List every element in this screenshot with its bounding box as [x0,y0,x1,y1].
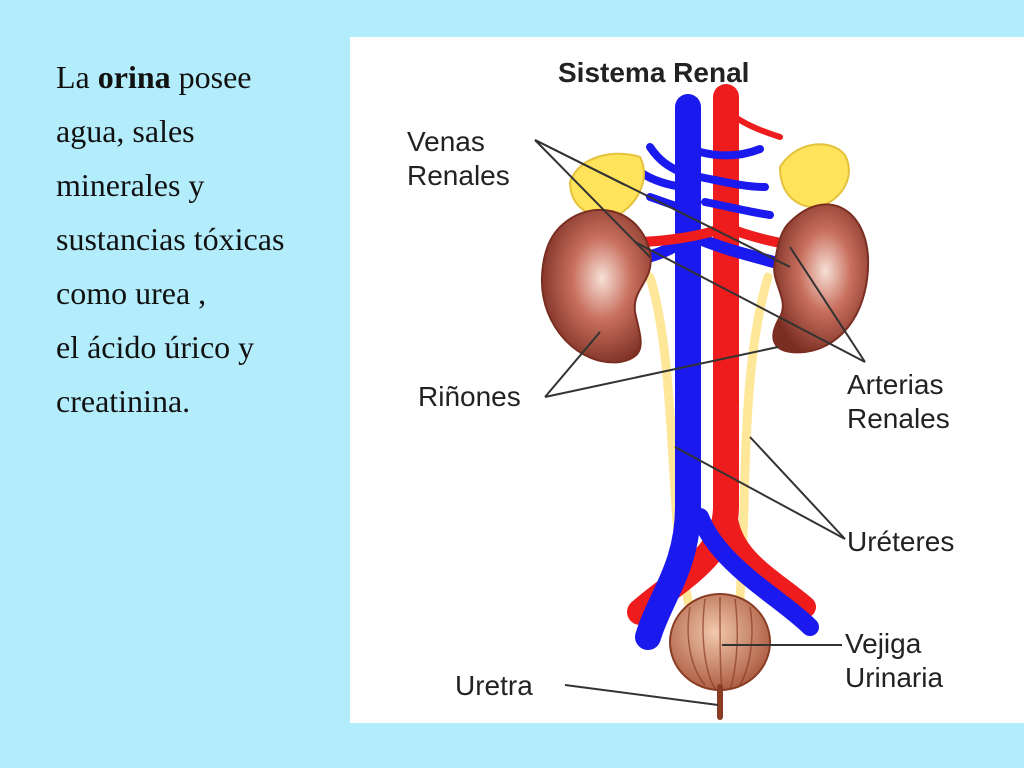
text-line-1: La orina posee [56,50,346,104]
text-line-1-pre: La [56,59,98,95]
left-ureter [645,272,705,642]
label-arterias-renales: Arterias Renales [847,368,950,436]
diagram-title: Sistema Renal [558,57,750,88]
label-venas-line2: Renales [407,160,510,191]
label-venas-renales: Venas Renales [407,125,510,193]
renal-system-figure: Sistema Renal Venas Renales Riñones Arte… [350,37,1024,723]
text-line-4: sustancias tóxicas [56,221,285,257]
text-line-1-post: posee [170,59,252,95]
text-line-6: el ácido úrico y [56,329,255,365]
vena-cava [635,94,701,650]
label-venas-line1: Venas [407,126,485,157]
label-vejiga-line2: Urinaria [845,662,944,693]
left-kidney [540,208,652,364]
text-bold-orina: orina [97,59,171,95]
right-iliac-vein [691,508,819,636]
right-adrenal-gland [778,143,850,209]
right-iliac-artery [715,496,816,618]
pointer-lines [534,139,866,706]
label-uretra: Uretra [455,670,533,701]
label-ureteres: Uréteres [847,526,955,557]
text-line-2: agua, sales [56,113,195,149]
label-vejiga-urinaria: Vejiga Urinaria [845,627,943,695]
text-line-5: como urea , [56,275,207,311]
label-rinones: Riñones [418,381,521,412]
label-arterias-line2: Renales [847,403,950,434]
renal-system-illustration [534,84,870,720]
right-kidney [772,203,870,354]
label-arterias-line1: Arterias [847,369,944,400]
label-vejiga-line1: Vejiga [845,628,922,659]
text-line-3: minerales y [56,167,205,203]
text-line-7: creatinina. [56,383,191,419]
slide-text: La orina posee agua, sales minerales y s… [56,50,346,428]
